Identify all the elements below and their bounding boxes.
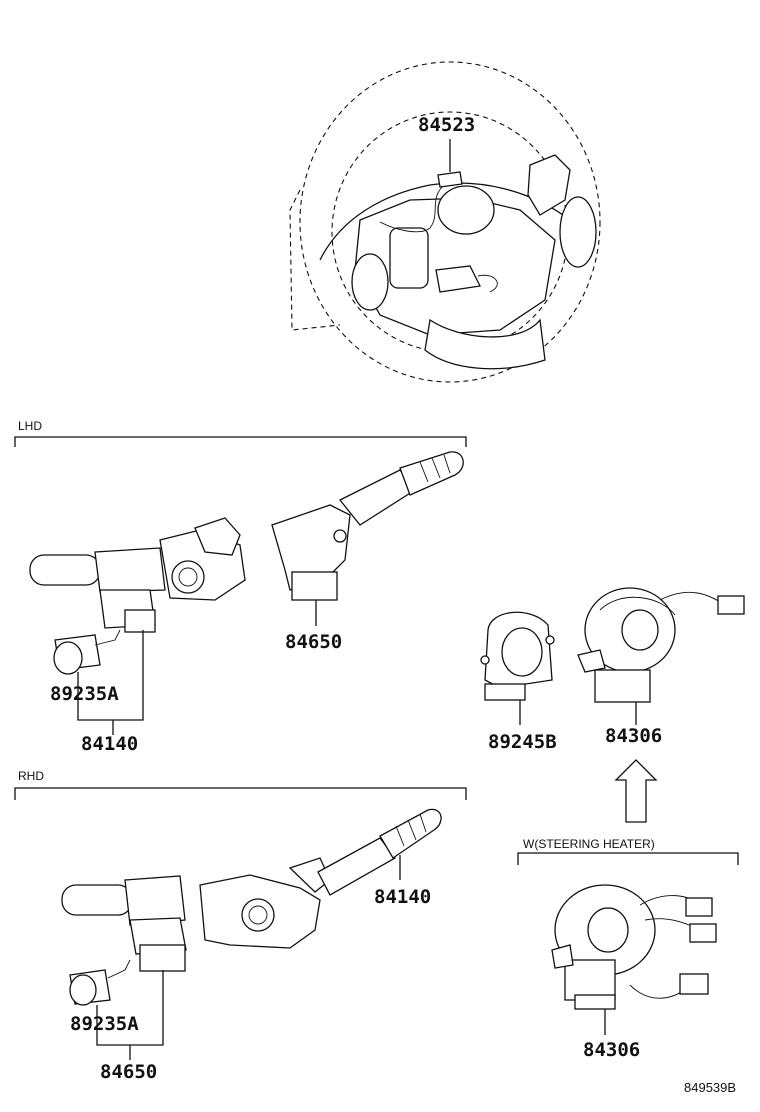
lhd-combination-switch-illustration	[29, 517, 246, 675]
part-number-84523: 84523	[418, 114, 475, 136]
part-number-84306-heater: 84306	[583, 1039, 640, 1061]
part-number-84140-lhd: 84140	[81, 733, 138, 755]
diagram-reference-number: 849539B	[684, 1080, 736, 1095]
section-label-lhd: LHD	[18, 419, 42, 433]
part-number-84650-rhd: 84650	[100, 1061, 157, 1083]
part-number-89245b: 89245B	[488, 731, 557, 753]
sensor-illustration	[480, 611, 555, 701]
rhd-combination-switch-illustration	[61, 808, 442, 1006]
lhd-right-lever-illustration	[271, 451, 464, 601]
part-number-84140-rhd: 84140	[374, 886, 431, 908]
steering-wheel-illustration	[289, 61, 601, 383]
section-label-steering-heater: W(STEERING HEATER)	[523, 837, 655, 851]
heater-spiral-cable-illustration	[551, 884, 717, 1010]
part-number-84650-lhd: 84650	[285, 631, 342, 653]
spiral-cable-illustration	[577, 587, 745, 703]
part-number-89235a-lhd: 89235A	[50, 683, 119, 705]
section-label-rhd: RHD	[18, 769, 44, 783]
part-number-89235a-rhd: 89235A	[70, 1013, 139, 1035]
part-number-84306: 84306	[605, 725, 662, 747]
arrow-up-icon	[614, 759, 658, 823]
